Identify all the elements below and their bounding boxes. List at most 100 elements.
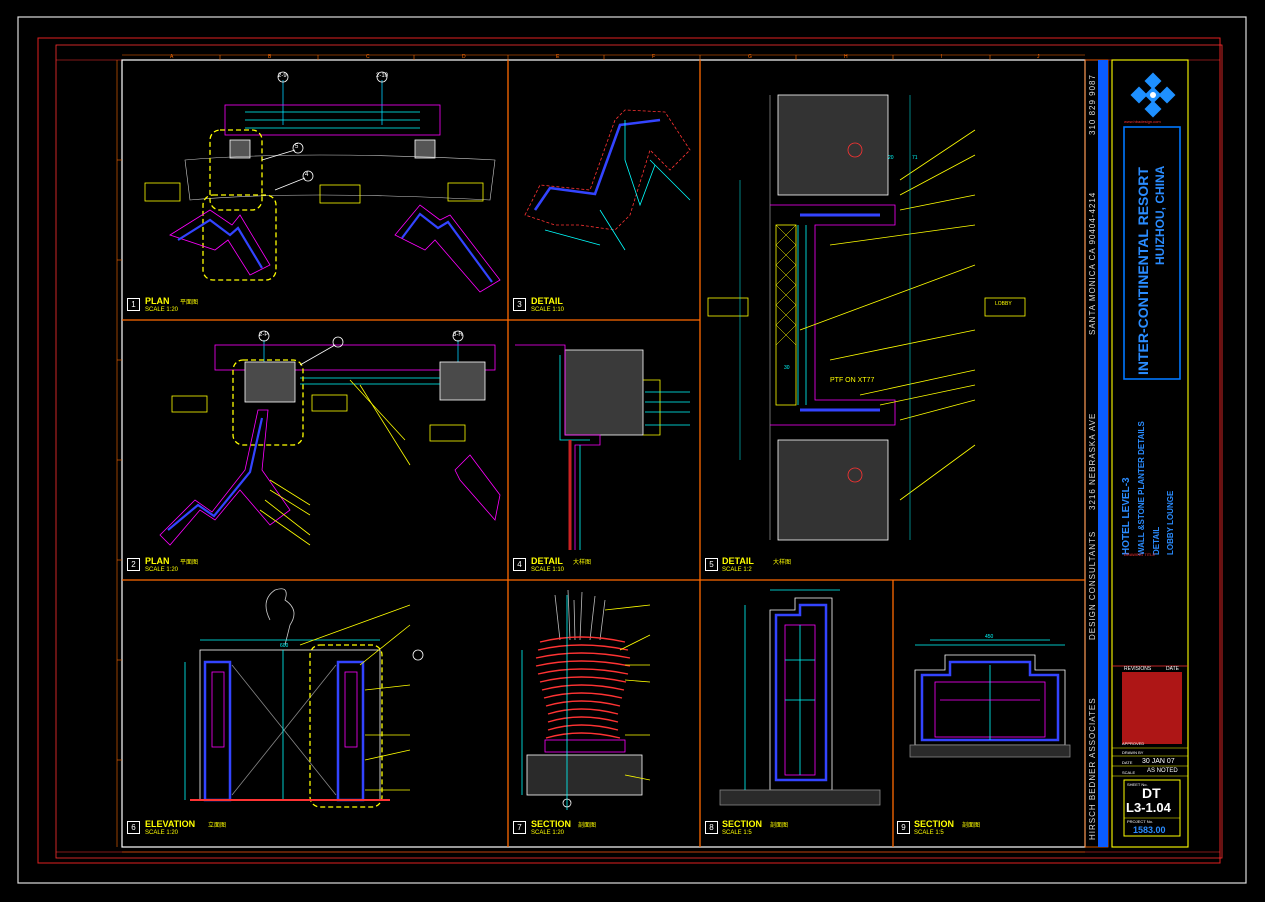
view-6-title: ELEVATION [145, 819, 196, 829]
view-8-scale: SCALE 1:5 [722, 830, 752, 836]
view-1-cn: 平面图 [180, 300, 199, 306]
grid-letter-a: A [170, 54, 174, 60]
dim-e: 450 [985, 634, 994, 640]
view-4-scale: SCALE 1:10 [531, 567, 565, 573]
firm-tag: DESIGN CONSULTANTS [1088, 530, 1097, 640]
grid-letter-g: G [748, 54, 752, 60]
view-4-number: 4 [513, 558, 526, 571]
view-5-cn: 大样图 [773, 560, 792, 566]
sheet-border [37, 37, 1221, 864]
grid-letter-i: I [941, 54, 943, 60]
panel-8-section-linework [719, 589, 881, 806]
view-2-cn: 平面图 [180, 560, 199, 566]
grid-letter-h: H [844, 54, 848, 60]
view-2-scale: SCALE 1:20 [145, 567, 179, 573]
view-3-scale: SCALE 1:10 [531, 307, 565, 313]
sheet-label: SHEET No. [1127, 782, 1148, 787]
panel-3-detail-linework [524, 109, 691, 251]
view-1-title: PLAN [145, 296, 170, 306]
view-6-number: 6 [127, 821, 140, 834]
dim-b: 71 [912, 155, 918, 161]
view-8-title: SECTION [722, 819, 763, 829]
view-5-number: 5 [705, 558, 718, 571]
callout-ref-c: 5 [295, 144, 299, 150]
view-3-title: DETAIL [531, 296, 563, 306]
grid-letter-e: E [556, 54, 560, 60]
project-location: HUIZHOU, CHINA [1153, 165, 1167, 265]
callout-ptf: PTF ON XT77 [830, 377, 875, 384]
grid-letter-c: C [366, 54, 370, 60]
view-9-title: SECTION [914, 819, 955, 829]
view-2-title: PLAN [145, 556, 170, 566]
revisions-label: REVISIONS [1124, 666, 1152, 672]
project-number: 1583.00 [1133, 825, 1166, 835]
firm-website: www.hbadesign.com [1124, 119, 1161, 124]
view-2-number: 2 [127, 558, 140, 571]
drawing-area: LOBBY LOUNGE [1166, 490, 1175, 555]
panel-6-elevation-linework [184, 588, 424, 808]
callout-ref-a: 2-9 [278, 73, 287, 79]
grid-letter-f: F [652, 54, 656, 60]
callout-ref-d: 4 [305, 172, 309, 178]
approved-label: APPROVED [1122, 741, 1145, 746]
view-7-title: SECTION [531, 819, 572, 829]
view-1-number: 1 [127, 298, 140, 311]
sheet-number: L3-1.04 [1126, 800, 1171, 815]
view-7-number: 7 [513, 821, 526, 834]
view-8-cn: 剖面图 [770, 823, 789, 829]
scale-label: SCALE [1122, 770, 1136, 775]
view-8-number: 8 [705, 821, 718, 834]
dim-a: 20 [888, 155, 894, 161]
date-field-label: DATE [1122, 760, 1133, 765]
callout-ref-f: 3-R [453, 332, 463, 338]
view-7-scale: SCALE 1:20 [531, 830, 565, 836]
grid-letter-d: D [462, 54, 466, 60]
firm-address: 3216 NEBRASKA AVE [1088, 412, 1097, 510]
view-9-cn: 剖面图 [962, 823, 981, 829]
project-name: INTER-CONTINENTAL RESORT [1135, 167, 1151, 375]
drawing-title-caption: DRAWING TITLE [1124, 552, 1156, 557]
dim-c: 30 [784, 365, 790, 371]
dim-d: 600 [280, 643, 289, 649]
callout-ref-e: 2-P [259, 332, 269, 338]
grid-letter-j: J [1037, 54, 1040, 60]
drawing-level: HOTEL LEVEL-3 [1121, 477, 1132, 555]
callout-ref-b: 2-10 [376, 73, 389, 79]
panel-grid [122, 60, 1085, 847]
revisions-date-label: DATE [1166, 666, 1179, 672]
panel-5-detail-linework [707, 94, 1026, 541]
grid-letter-b: B [268, 54, 272, 60]
view-5-title: DETAIL [722, 556, 754, 566]
drawing-type: DETAIL [1152, 526, 1161, 555]
view-1-scale: SCALE 1:20 [145, 307, 179, 313]
view-6-cn: 立面图 [208, 823, 227, 829]
view-4-cn: 大样图 [573, 560, 592, 566]
drawn-by-label: DRAWN BY [1122, 750, 1144, 755]
view-5-scale: SCALE 1:2 [722, 567, 752, 573]
view-9-scale: SCALE 1:5 [914, 830, 944, 836]
view-9-number: 9 [897, 821, 910, 834]
outer-frame [17, 16, 1247, 884]
view-6-scale: SCALE 1:20 [145, 830, 179, 836]
view-7-cn: 剖面图 [578, 823, 597, 829]
callout-lobby: LOBBY [995, 301, 1012, 307]
panel-2-plan-linework [159, 330, 501, 546]
scale-value: AS NOTED [1147, 768, 1178, 774]
drawing-title: WALL &STONE PLANTER DETAILS [1137, 421, 1146, 555]
view-3-number: 3 [513, 298, 526, 311]
date-value: 30 JAN 07 [1142, 758, 1175, 765]
panel-7-section-linework [521, 589, 651, 810]
sheet-prefix: DT [1142, 785, 1161, 801]
view-4-title: DETAIL [531, 556, 563, 566]
firm-phone: 310 829 9087 [1088, 74, 1097, 135]
firm-name: HIRSCH BEDNER ASSOCIATES [1088, 697, 1097, 840]
panel-1-plan-linework [144, 71, 501, 293]
firm-city: SANTA MONICA CA 90404-4214 [1088, 191, 1097, 335]
panel-9-section-linework [909, 639, 1071, 758]
drawing-area-border [121, 59, 1086, 848]
inner-border [55, 44, 1223, 859]
project-label: PROJECT No. [1127, 819, 1153, 824]
panel-4-detail-linework [515, 344, 690, 550]
